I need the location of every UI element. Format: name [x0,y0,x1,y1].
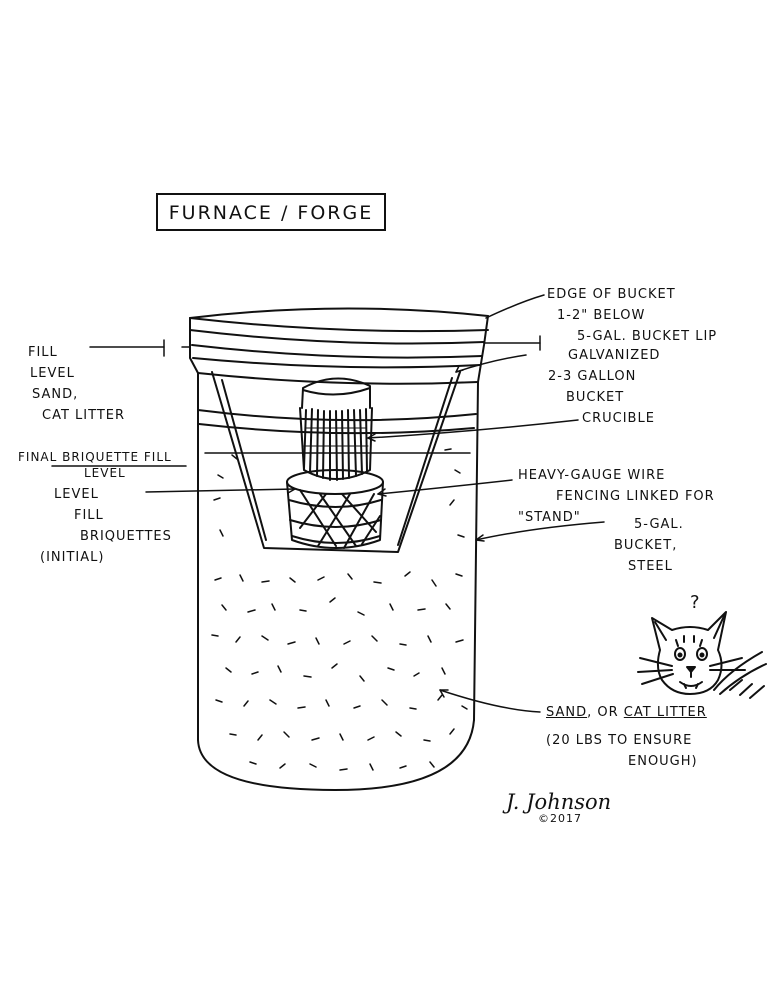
sand-middle: , OR [587,705,619,720]
copyright: ©2017 [538,812,582,825]
outer-bucket [189,307,489,791]
edge-line-2: 1-2" BELOW [557,308,646,323]
leader-lines [51,294,605,713]
label-fill-level: FILL LEVEL SAND, CAT LITTER [28,342,125,426]
question-mark: ? [690,592,701,613]
label-crucible: CRUCIBLE [582,411,655,426]
wire-line-1: HEAVY-GAUGE WIRE [518,468,666,483]
level-line-1: LEVEL [54,487,99,502]
title-box: FURNACE / FORGE [156,193,386,231]
briq-line-2: LEVEL [84,466,126,480]
diagram-title: FURNACE / FORGE [168,202,374,224]
galv-line-2: 2-3 GALLON [548,369,637,384]
galv-line-3: BUCKET [566,390,625,405]
wire-line-2: FENCING LINKED FOR [556,489,715,504]
sand-speckles [211,448,468,771]
fill-line-2: LEVEL [30,366,75,381]
note-line-1: (20 LBS TO ENSURE [546,733,693,748]
cat-doodle-icon [637,611,767,699]
note-line-2: ENOUGH) [628,754,698,769]
fill-line-1: FILL [28,345,58,360]
label-final-briquette: FINAL BRIQUETTE FILL LEVEL [18,449,172,481]
label-sand-note: (20 LBS TO ENSURE ENOUGH) [546,730,698,772]
sand-line-1: SAND, OR CAT LITTER [546,702,707,723]
galv-line-1: GALVANIZED [568,348,661,363]
label-heavy-gauge: HEAVY-GAUGE WIRE FENCING LINKED FOR "STA… [518,465,715,528]
briq-line-1: FINAL BRIQUETTE FILL [18,450,172,464]
level-line-3: BRIQUETTES [80,529,172,544]
level-line-4: (INITIAL) [40,550,105,565]
wire-line-3: "STAND" [518,510,581,525]
label-edge-of-bucket: EDGE OF BUCKET 1-2" BELOW 5-GAL. BUCKET … [547,284,717,347]
five-line-3: STEEL [628,559,673,574]
cat-litter-word: CAT LITTER [623,705,707,720]
wire-stand [286,469,384,549]
edge-line-3: 5-GAL. BUCKET LIP [577,329,718,344]
crucible [299,377,373,481]
signature: J. Johnson [506,790,612,814]
label-sand: SAND, OR CAT LITTER [546,702,707,723]
fill-line-3: SAND, [32,387,79,402]
sand-word: SAND [546,705,588,720]
label-galvanized: GALVANIZED 2-3 GALLON BUCKET [548,345,660,408]
five-line-2: BUCKET, [614,538,678,553]
level-line-2: FILL [74,508,104,523]
label-level-fill: LEVEL FILL BRIQUETTES (INITIAL) [40,484,172,568]
label-five-gal: 5-GAL. BUCKET, STEEL [614,514,684,577]
fill-line-4: CAT LITTER [42,408,126,423]
edge-line-1: EDGE OF BUCKET [547,287,676,302]
galvanized-bucket [211,371,461,553]
five-line-1: 5-GAL. [634,517,684,532]
